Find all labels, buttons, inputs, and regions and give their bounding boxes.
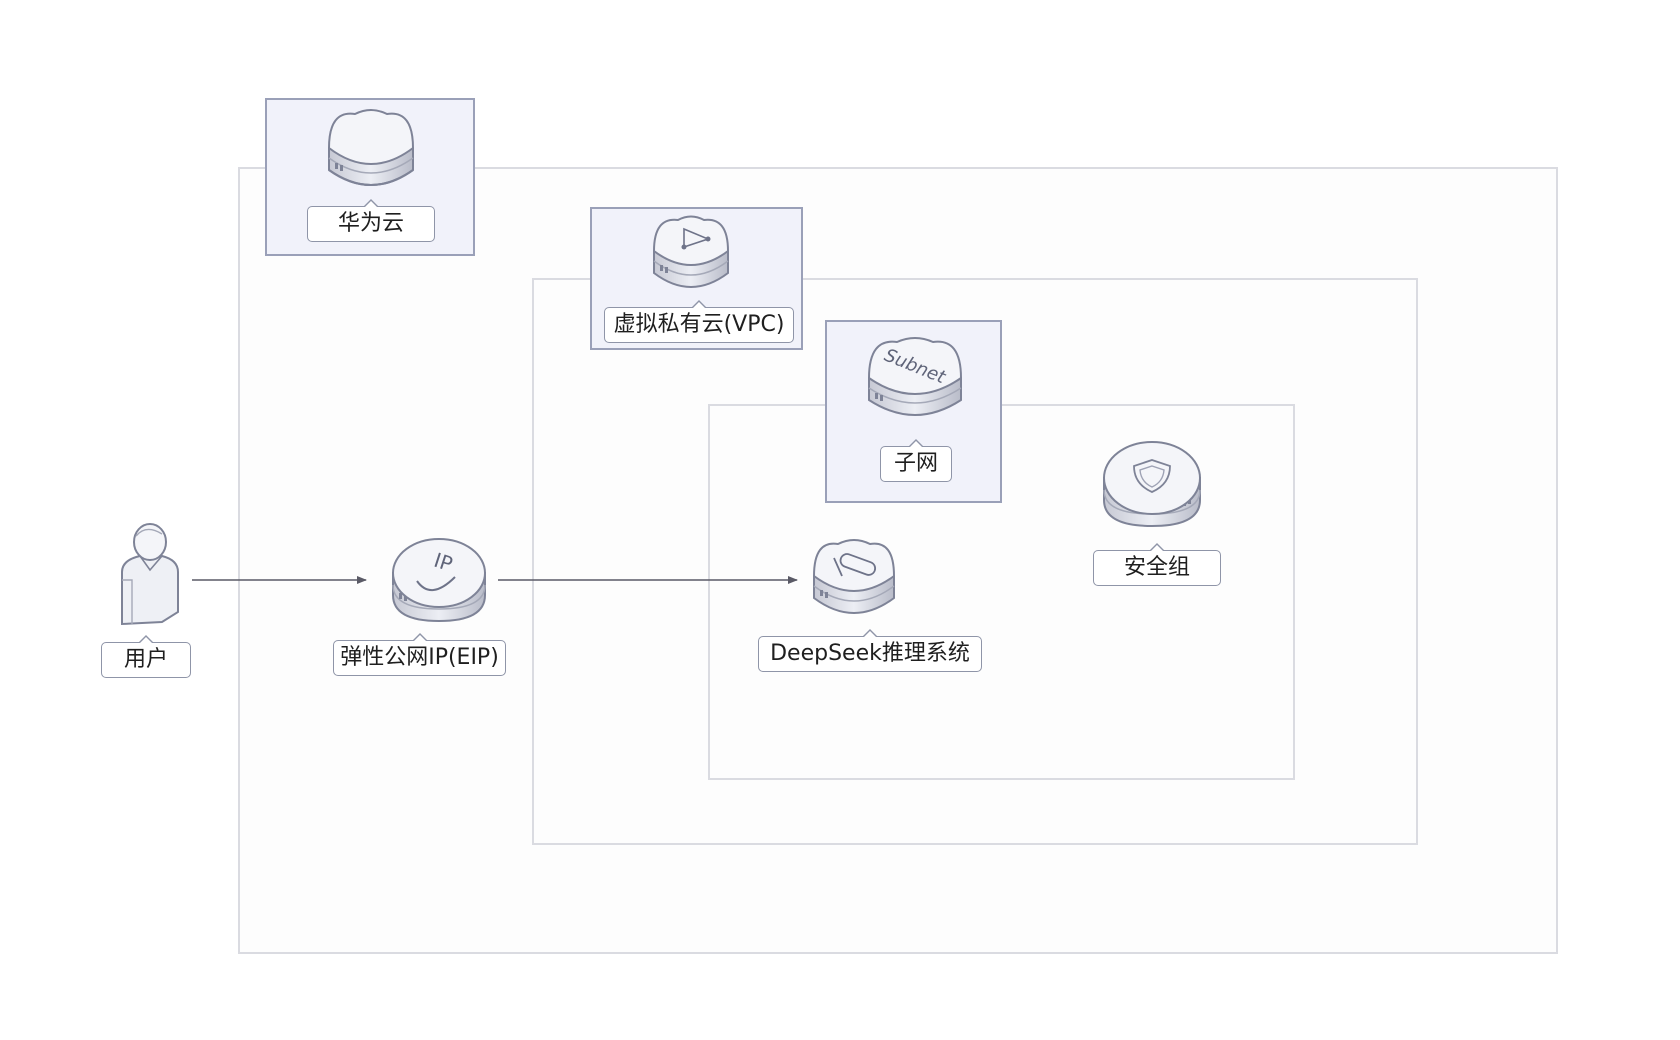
subnet-tag: Subnet 子网 (825, 320, 1002, 503)
shield-icon (1103, 441, 1201, 528)
vpc-icon (652, 215, 730, 288)
security-group-label: 安全组 (1093, 543, 1221, 586)
server-icon (812, 539, 896, 614)
eip-label: 弹性公网IP(EIP) (333, 633, 506, 676)
huawei-cloud-label: 华为云 (307, 199, 435, 242)
user-label: 用户 (101, 635, 191, 678)
subnet-icon: Subnet (867, 337, 963, 416)
eip-icon: IP (392, 538, 486, 623)
deepseek-label: DeepSeek推理系统 (758, 629, 982, 672)
subnet-label: 子网 (880, 439, 952, 482)
vpc-tag: 虚拟私有云(VPC) (590, 207, 803, 350)
cloud-icon (327, 109, 415, 186)
vpc-label: 虚拟私有云(VPC) (604, 300, 794, 343)
huawei-cloud-tag: 华为云 (265, 98, 475, 256)
user-icon (121, 523, 179, 626)
